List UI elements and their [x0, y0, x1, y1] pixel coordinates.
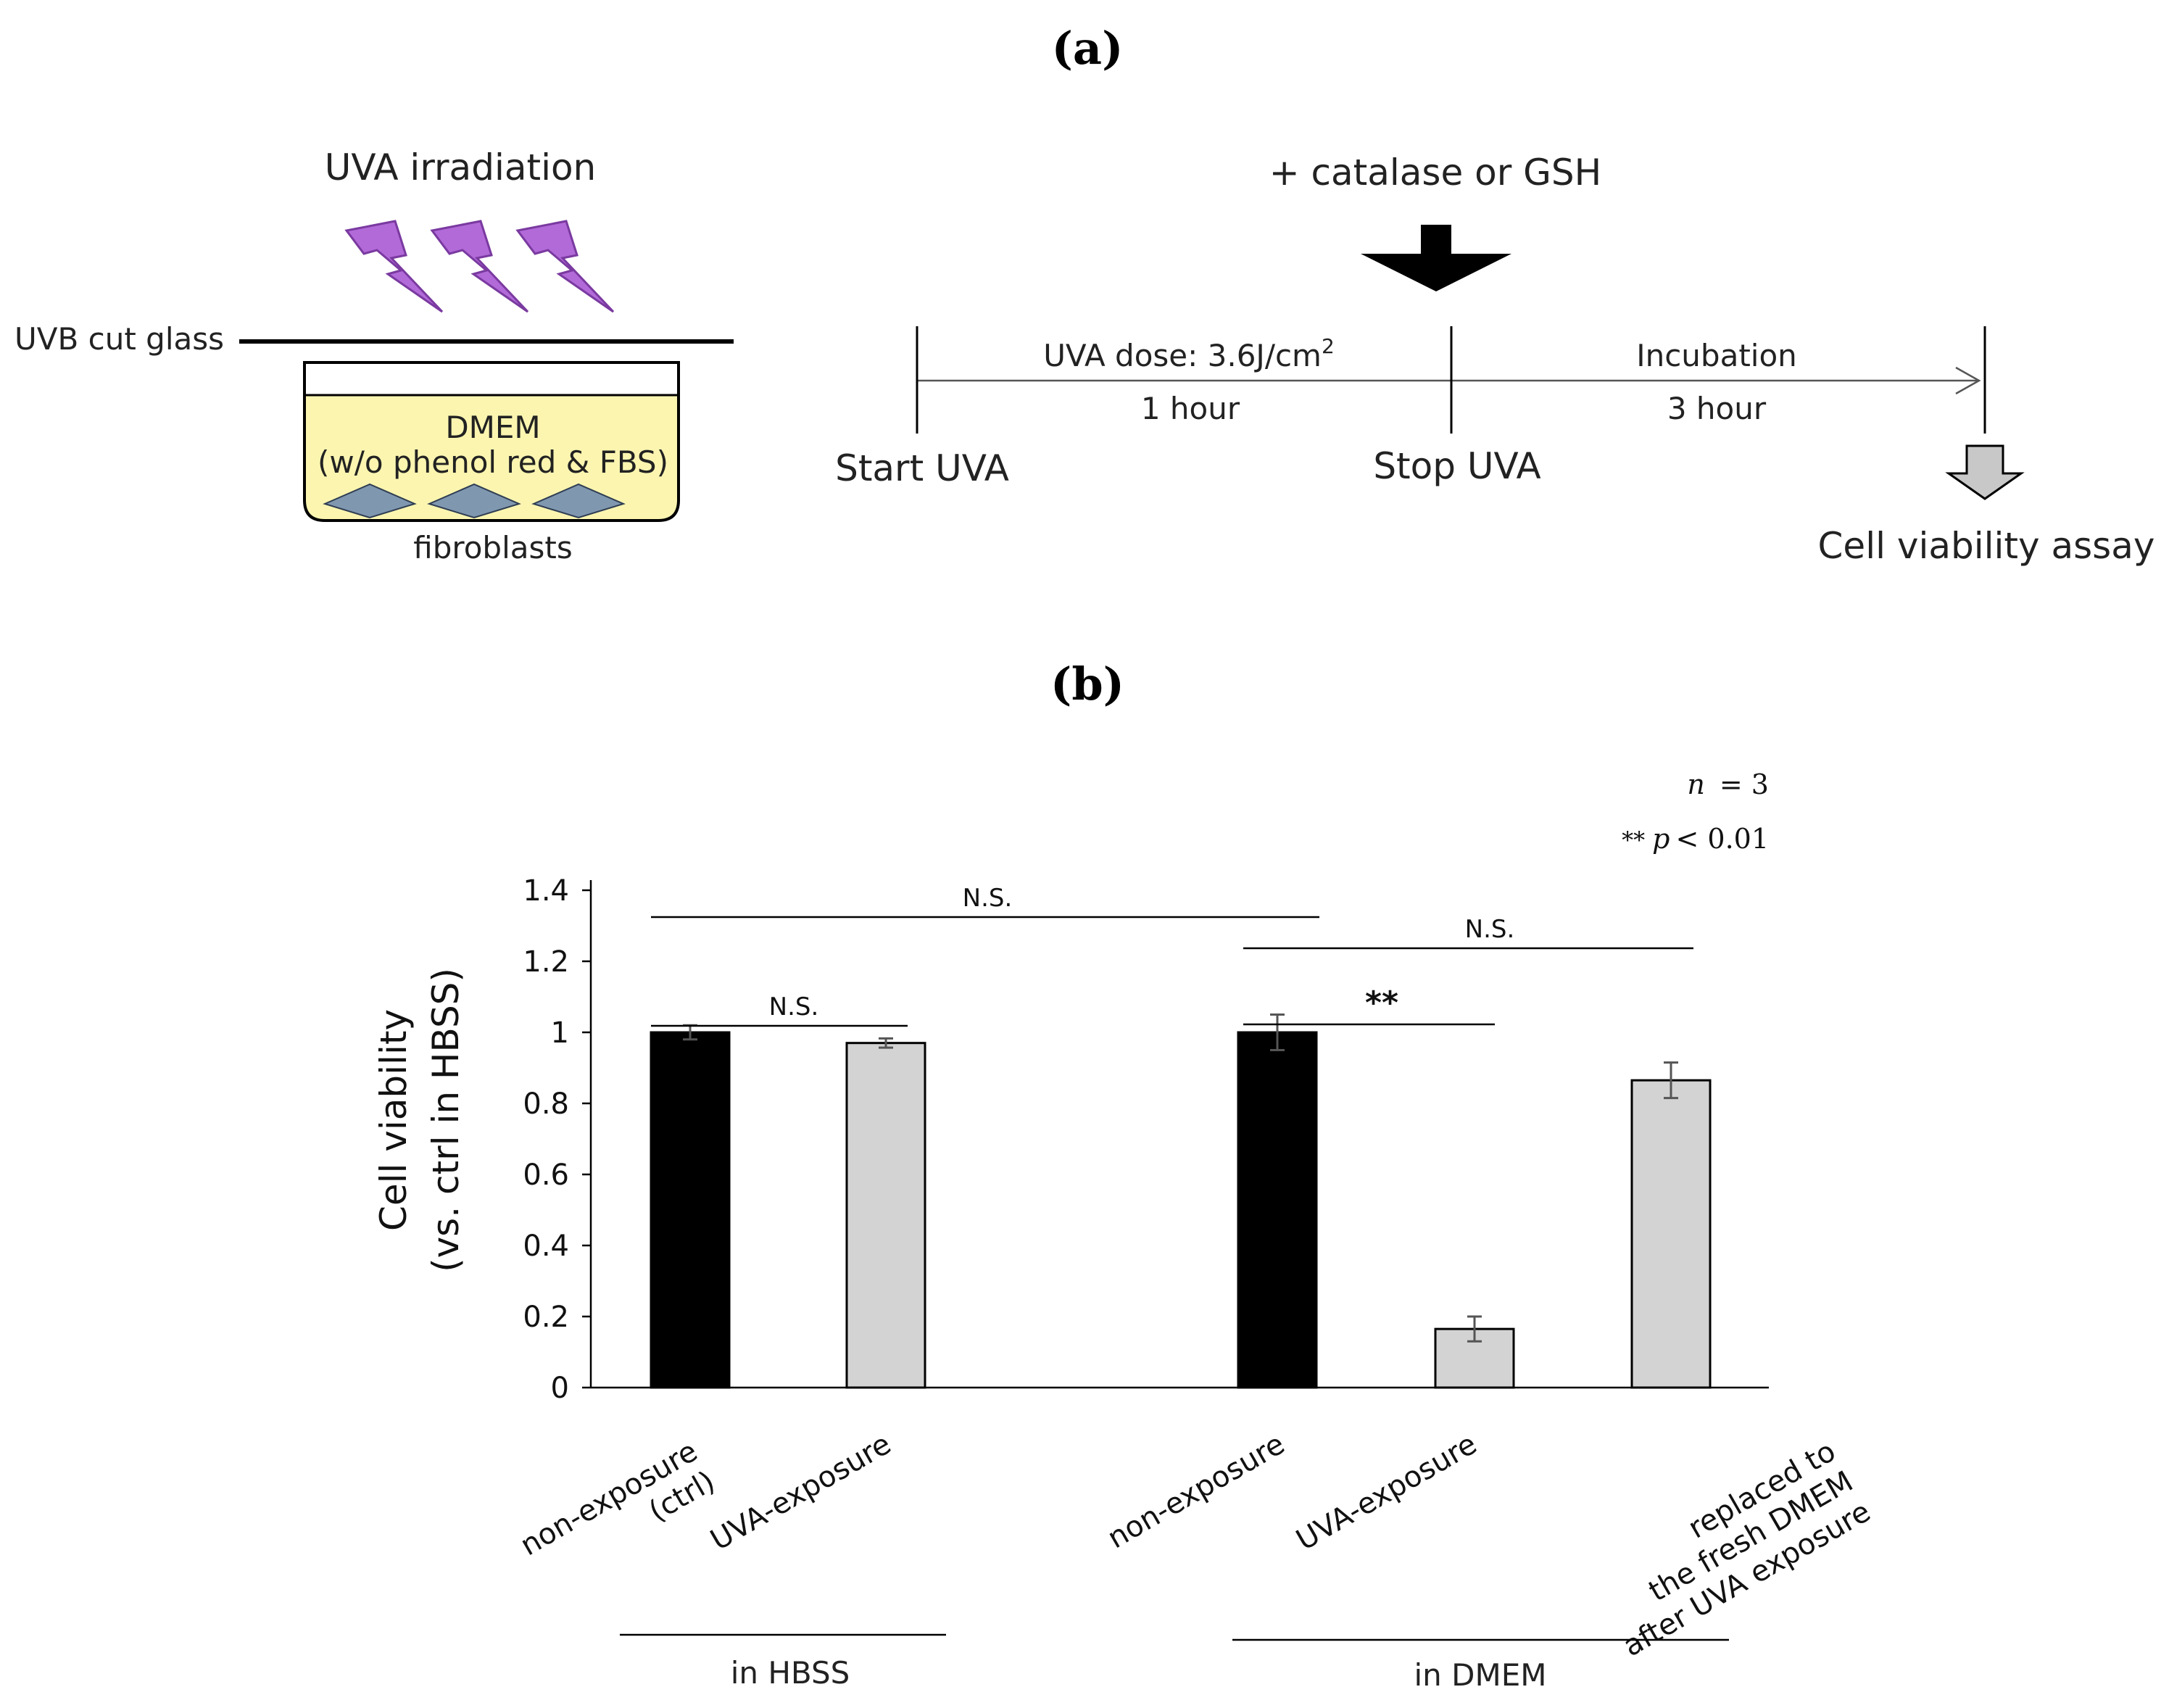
y-tick-label: 0 [551, 1372, 569, 1405]
sig-label-stars: ** [1365, 984, 1398, 1021]
x-category-label: UVA-exposure [705, 1427, 897, 1557]
x-category-label-line: non-exposure [1102, 1427, 1290, 1556]
assay-arrow-icon [1945, 444, 2025, 500]
lightning-bolt-icons [344, 220, 615, 313]
bar [845, 1042, 926, 1389]
y-tick-label: 0.8 [523, 1087, 569, 1121]
panel-b-label: (b) [1050, 658, 1124, 710]
uva-irradiation-label: UVA irradiation [325, 146, 597, 188]
y-tick-label: 1.4 [523, 874, 569, 908]
x-category-label-line: UVA-exposure [1291, 1427, 1482, 1557]
stop-uva-label: Stop UVA [1373, 445, 1540, 487]
group-label-dmem: in DMEM [1414, 1657, 1547, 1693]
fibroblast-cell [427, 483, 521, 519]
timeline-arrowhead [1955, 366, 1981, 395]
sig-label-ns: N.S. [769, 992, 819, 1021]
bar [1237, 1031, 1318, 1389]
dish-outline [303, 361, 680, 522]
uva-time-label: 1 hour [1141, 391, 1240, 426]
assay-label: Cell viability assay [1818, 525, 2155, 567]
y-tick-label: 1 [551, 1016, 569, 1050]
start-uva-label: Start UVA [835, 447, 1009, 489]
panel-a-label: (a) [1052, 22, 1124, 75]
bar [650, 1031, 731, 1389]
y-tick-label: 0.2 [523, 1301, 569, 1334]
sig-label-ns: N.S. [963, 884, 1013, 913]
y-axis-label-secondary: (vs. ctrl in HBSS) [425, 968, 467, 1272]
incubation-time-label: 3 hour [1667, 391, 1767, 426]
dmem-label: DMEM [445, 410, 540, 445]
y-axis-label: Cell viability [373, 1009, 415, 1231]
dmem-note-label: (w/o phenol red & FBS) [318, 444, 668, 480]
culture-dish [303, 361, 680, 522]
y-tick-label: 1.2 [523, 945, 569, 979]
lightning-bolt-icon [515, 220, 615, 313]
bar-chart: 00.20.40.60.811.21.4non-exposure(ctrl)UV… [515, 874, 1876, 1663]
fibroblast-cell [323, 483, 417, 519]
y-tick-label: 0.4 [523, 1230, 569, 1263]
fibroblasts-label: fibroblasts [413, 530, 572, 565]
incubation-label: Incubation [1636, 338, 1797, 373]
additive-label: + catalase or GSH [1269, 152, 1602, 194]
x-category-label: non-exposure(ctrl) [515, 1435, 721, 1593]
x-category-label: UVA-exposure [1291, 1427, 1482, 1557]
x-category-label: replaced tothe fresh DMEMafter UVA expos… [1583, 1435, 1876, 1664]
down-arrow-icon [1361, 225, 1511, 291]
x-category-label-line: UVA-exposure [705, 1427, 897, 1557]
p-note: **p< 0.01 [1622, 823, 1769, 855]
bar [1434, 1327, 1515, 1389]
uva-dose-label: UVA dose: 3.6J/cm2 [1043, 334, 1335, 373]
uvb-cut-glass-label: UVB cut glass [14, 321, 224, 357]
n-note: n= 3 [1687, 768, 1769, 800]
x-category-label: non-exposure [1102, 1427, 1290, 1556]
y-tick-label: 0.6 [523, 1158, 569, 1192]
bar [1630, 1079, 1712, 1389]
lightning-bolt-icon [344, 220, 444, 313]
group-label-hbss: in HBSS [731, 1655, 850, 1691]
lightning-bolt-icon [430, 220, 529, 313]
fibroblast-cell [531, 483, 626, 519]
sig-label-ns: N.S. [1465, 915, 1515, 944]
significance-annotations: N.S. N.S. N.S. ** [651, 884, 1693, 1027]
